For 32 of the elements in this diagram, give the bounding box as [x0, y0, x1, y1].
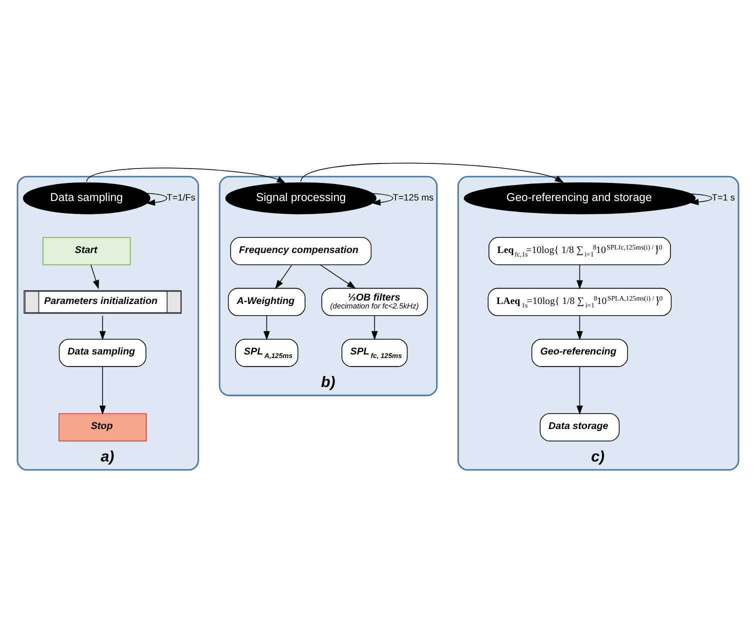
edge-label: T=125 ms [392, 192, 434, 202]
node-box: ⅓OB filters (decimation for fc<2.5kHz) [321, 287, 428, 316]
arrow [90, 264, 99, 289]
edge-label: T=1 s [712, 192, 735, 202]
arrow [99, 314, 106, 340]
arrow [371, 314, 378, 340]
arrow [99, 366, 106, 414]
node-box: Frequency compensation [230, 236, 372, 265]
edge-label: T=1/Fs [166, 192, 196, 202]
arrow [300, 162, 564, 182]
arrow [264, 314, 270, 340]
node-box: SPL$_{A,125ms}$ [235, 338, 298, 366]
node-box: Leq$_{fc,1s}$=10log{ 1/8 ∑$_{i=1}$$^{8}$10$^{SPLfc,125ms(i) / 10}$ } [488, 236, 671, 265]
node-ellipse: Geo-referencing and storage [464, 182, 696, 214]
arrow [320, 264, 356, 288]
arrow [576, 264, 583, 289]
node-box: Start [42, 236, 131, 265]
node-box: Stop [58, 412, 147, 441]
node-box: Data sampling [58, 338, 146, 366]
arrow [689, 193, 712, 205]
node-ellipse: Data sampling [22, 182, 150, 214]
arrow [371, 192, 394, 206]
node-box: Data storage [540, 412, 620, 441]
arrow [576, 314, 583, 340]
arrow [275, 264, 292, 289]
arrow [146, 192, 168, 206]
node-ellipse: Signal processing [225, 182, 376, 214]
arrow [86, 167, 286, 184]
node-box: A-Weighting [228, 287, 306, 316]
arrow [576, 366, 583, 414]
node-box: Geo-referencing [531, 338, 628, 366]
node-box: SPL$_{fc, 125ms}$ [342, 338, 408, 366]
